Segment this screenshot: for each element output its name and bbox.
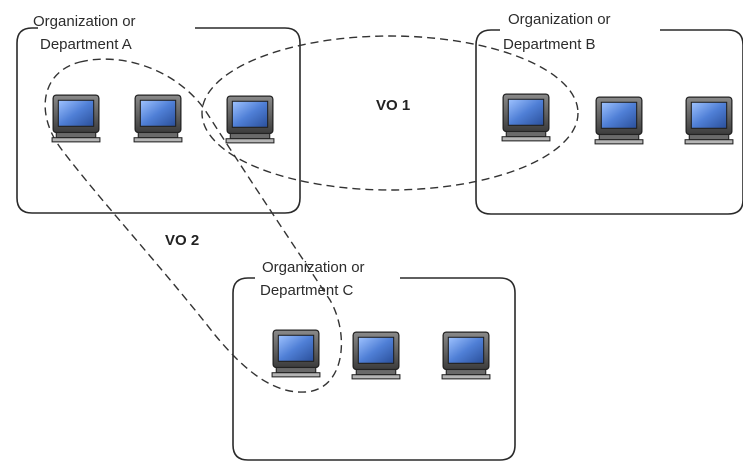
org-a-label-line1: Organization or — [33, 13, 136, 30]
computer-icon — [271, 329, 321, 378]
org-a-label-line2: Department A — [40, 36, 132, 53]
computer-icon — [51, 94, 101, 143]
vo2-boundary — [44, 58, 342, 393]
org-b-label-line2: Department B — [503, 36, 596, 53]
org-box-c — [232, 277, 516, 461]
computer-icon — [501, 93, 551, 142]
vo1-boundary — [201, 35, 579, 191]
org-c-label-line2: Department C — [260, 282, 354, 299]
computer-icon — [133, 94, 183, 143]
vo2-label: VO 2 — [165, 232, 199, 249]
org-box-b — [475, 29, 743, 215]
org-b-label-line1: Organization or — [508, 11, 611, 28]
computer-icon — [351, 331, 401, 380]
vo1-label: VO 1 — [376, 97, 410, 114]
computer-icon — [441, 331, 491, 380]
computer-icon — [594, 96, 644, 145]
computer-icon — [684, 96, 734, 145]
org-c-label-line1: Organization or — [262, 259, 365, 276]
org-box-a — [16, 27, 301, 214]
computer-icon — [225, 95, 275, 144]
